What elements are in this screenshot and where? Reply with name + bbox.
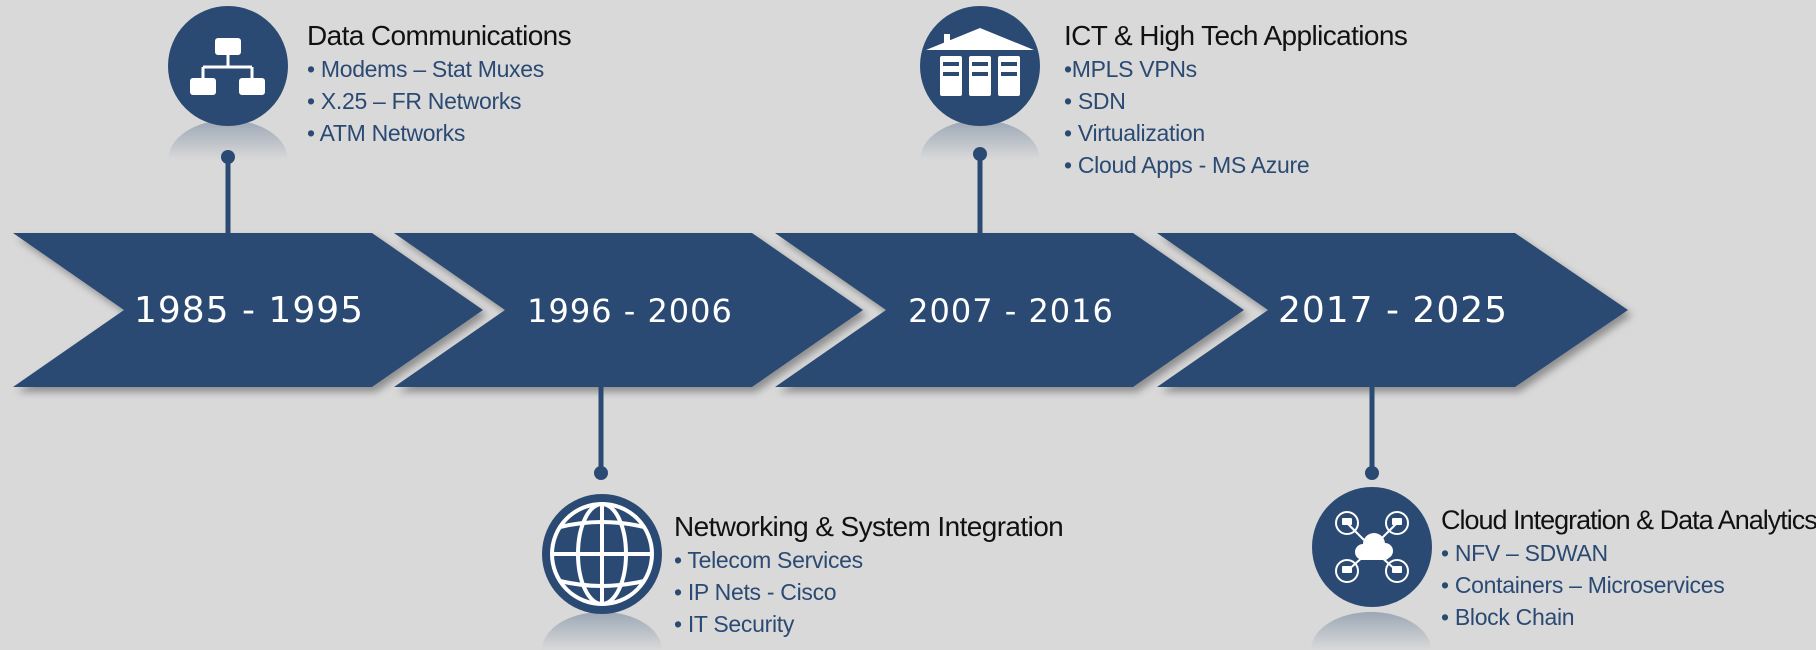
milestone-list: • NFV – SDWAN • Containers – Microservic… <box>1441 537 1816 633</box>
milestone-title: Networking & System Integration <box>674 511 1064 542</box>
milestone-data-communications: Data Communications • Modems – Stat Muxe… <box>307 19 572 149</box>
milestone-ict-high-tech: ICT & High Tech Applications •MPLS VPNs … <box>1064 19 1408 181</box>
era-arrow-4 <box>1157 233 1628 387</box>
era-arrow-2 <box>394 233 863 387</box>
connector-dot-2 <box>594 466 608 480</box>
milestone-item: • Containers – Microservices <box>1441 572 1725 598</box>
data-center-icon <box>920 6 1040 126</box>
milestone-title: Data Communications <box>307 20 572 51</box>
timeline-arrows <box>13 233 1628 387</box>
milestone-item: • Telecom Services <box>674 547 863 573</box>
icon-reflections <box>168 120 1431 650</box>
era-arrow-3 <box>775 233 1244 387</box>
milestone-item: • Cloud Apps - MS Azure <box>1064 152 1310 178</box>
milestone-list: •MPLS VPNs • SDN • Virtualization • Clou… <box>1064 53 1407 181</box>
milestone-list: • Telecom Services • IP Nets - Cisco • I… <box>674 544 1063 640</box>
cloud-network-icon <box>1312 487 1432 607</box>
milestone-item: • X.25 – FR Networks <box>307 88 522 114</box>
era-arrow-1 <box>13 233 483 387</box>
milestone-networking-system-integration: Networking & System Integration • Teleco… <box>674 510 1064 640</box>
milestone-item: • SDN <box>1064 88 1126 114</box>
milestone-item: • Modems – Stat Muxes <box>307 56 544 82</box>
milestone-item: • ATM Networks <box>307 120 466 146</box>
era-label-1: 1985 - 1995 <box>133 290 365 331</box>
era-label-3: 2007 - 2016 <box>908 292 1114 330</box>
network-hierarchy-icon <box>168 6 288 126</box>
milestone-item: •MPLS VPNs <box>1064 56 1197 82</box>
milestone-item: • NFV – SDWAN <box>1441 540 1608 566</box>
milestone-title: Cloud Integration & Data Analytics <box>1441 505 1816 535</box>
milestone-title: ICT & High Tech Applications <box>1064 20 1408 51</box>
connector-dot-4 <box>1365 466 1379 480</box>
milestone-item: • IP Nets - Cisco <box>674 579 837 605</box>
milestone-item: • IT Security <box>674 611 795 637</box>
milestone-cloud-integration-data-analytics: Cloud Integration & Data Analytics • NFV… <box>1441 503 1816 633</box>
milestone-list: • Modems – Stat Muxes • X.25 – FR Networ… <box>307 53 571 149</box>
milestone-item: • Virtualization <box>1064 120 1205 146</box>
era-label-2: 1996 - 2006 <box>527 292 733 330</box>
milestone-item: • Block Chain <box>1441 604 1575 630</box>
era-label-4: 2017 - 2025 <box>1277 290 1509 331</box>
globe-icon <box>542 494 662 614</box>
